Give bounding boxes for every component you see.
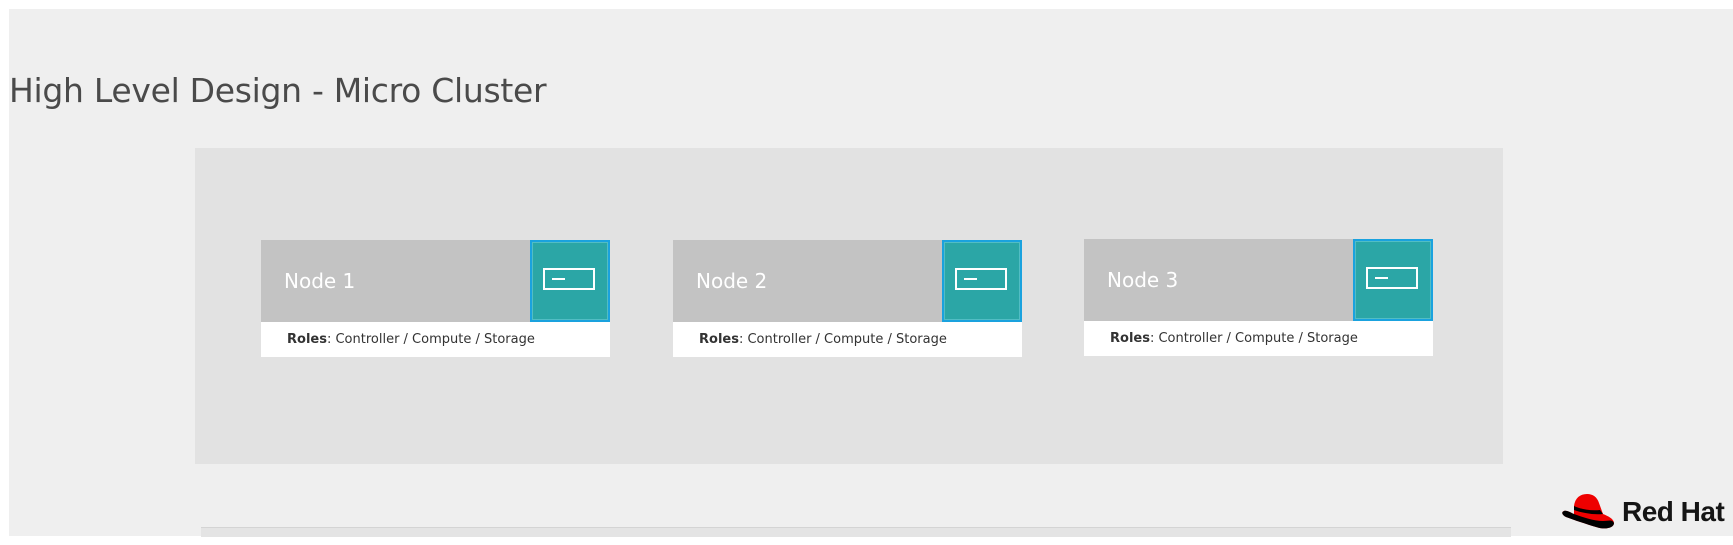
node-label: Node 1 — [284, 269, 356, 293]
logo-text: Red Hat — [1622, 496, 1725, 527]
node-card-3: Node 3 Roles: Controller / Compute / Sto… — [1084, 239, 1433, 356]
node-header: Node 1 — [261, 240, 610, 322]
cluster-diagram-panel: Node 1 Roles: Controller / Compute / Sto… — [195, 148, 1503, 464]
server-icon — [955, 268, 1007, 290]
node-roles: Roles: Controller / Compute / Storage — [261, 322, 610, 357]
bottom-strip — [201, 527, 1511, 537]
node-label: Node 2 — [696, 269, 768, 293]
node-header: Node 3 — [1084, 239, 1433, 321]
node-icon-box — [530, 240, 610, 322]
node-roles: Roles: Controller / Compute / Storage — [673, 322, 1022, 357]
roles-key: Roles — [287, 332, 327, 347]
server-icon — [1366, 267, 1418, 289]
red-hat-logo: Red Hat — [1560, 490, 1732, 532]
roles-key: Roles — [1110, 331, 1150, 346]
node-card-1: Node 1 Roles: Controller / Compute / Sto… — [261, 240, 610, 357]
node-icon-box — [942, 240, 1022, 322]
roles-key: Roles — [699, 332, 739, 347]
node-header: Node 2 — [673, 240, 1022, 322]
node-icon-box — [1353, 239, 1433, 321]
node-label: Node 3 — [1107, 268, 1179, 292]
node-card-2: Node 2 Roles: Controller / Compute / Sto… — [673, 240, 1022, 357]
server-icon — [543, 268, 595, 290]
red-hat-logo-icon — [1562, 494, 1614, 529]
node-roles: Roles: Controller / Compute / Storage — [1084, 321, 1433, 356]
roles-value: : Controller / Compute / Storage — [1149, 331, 1358, 346]
roles-value: : Controller / Compute / Storage — [326, 332, 535, 347]
slide-title: High Level Design - Micro Cluster — [9, 71, 547, 110]
roles-value: : Controller / Compute / Storage — [738, 332, 947, 347]
slide: High Level Design - Micro Cluster Node 1… — [9, 9, 1733, 537]
